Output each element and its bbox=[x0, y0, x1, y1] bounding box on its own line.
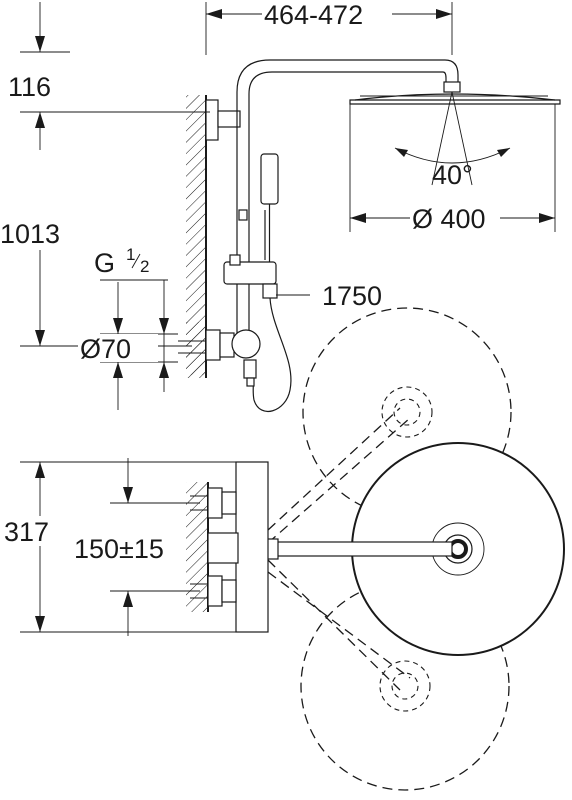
height-label: 1013 bbox=[0, 219, 60, 249]
top-offset-label: 116 bbox=[8, 72, 51, 102]
slide-holder bbox=[223, 209, 278, 299]
wall-hatch-lower bbox=[186, 322, 206, 378]
depth-label: 317 bbox=[4, 517, 49, 547]
shower-head-side bbox=[349, 81, 561, 105]
wall-bracket-upper bbox=[205, 99, 219, 141]
thread-num-label: 1 bbox=[126, 245, 135, 264]
thread-g-label: G bbox=[94, 248, 115, 278]
angle-label: 40° bbox=[432, 160, 473, 190]
riser-pipe bbox=[236, 59, 459, 335]
side-view: 40° bbox=[178, 59, 561, 412]
thread-den-label: 2 bbox=[140, 257, 149, 276]
arm-length-label: 464-472 bbox=[264, 0, 363, 30]
dimensions-top: 317 150±15 bbox=[2, 458, 236, 636]
hose bbox=[252, 297, 292, 412]
top-view-mixer bbox=[186, 461, 269, 633]
hand-shower bbox=[260, 153, 279, 262]
mixer-side bbox=[205, 329, 261, 387]
dimensions-side: 464-472 116 1013 G 1 2 Ø70 1750 bbox=[0, 0, 556, 410]
wall-hatch-top bbox=[186, 95, 206, 375]
head-dia-label: Ø 400 bbox=[412, 204, 486, 234]
hose-length-label: 1750 bbox=[322, 281, 382, 311]
flange-dia-label: Ø70 bbox=[80, 334, 131, 364]
spacing-label: 150±15 bbox=[74, 534, 164, 564]
mixer-body-top bbox=[235, 461, 269, 633]
bracket-arm-upper bbox=[217, 110, 241, 128]
spray-angle: 40° bbox=[394, 91, 511, 190]
